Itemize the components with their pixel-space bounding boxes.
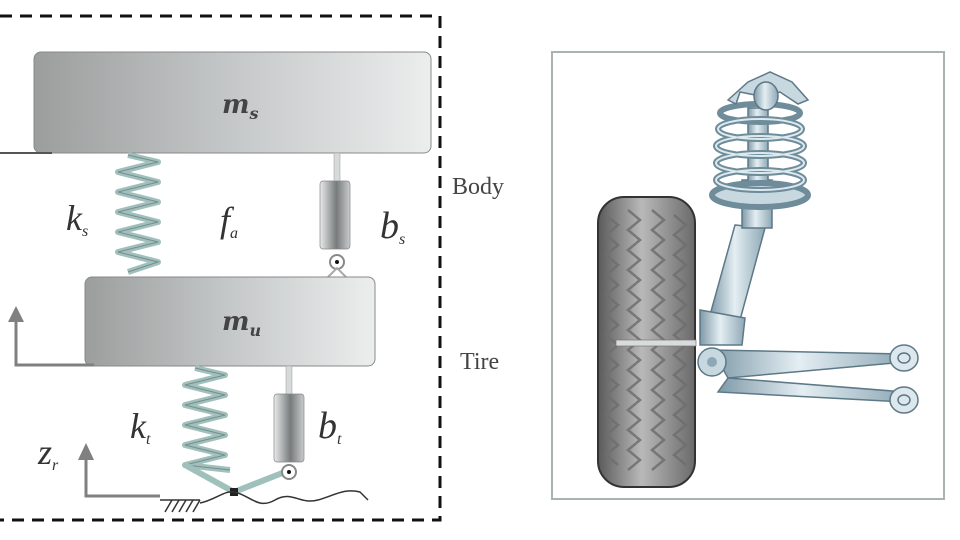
unsprung-mass: mu [84,276,376,367]
control-arm [697,344,919,414]
unsprung-mass-label: mu [222,307,261,340]
actuator-force-label: fa [220,200,238,242]
tire-spring-label: kt [130,406,151,448]
suspension-damper-label: bs [380,205,405,248]
road-input-arrow [78,443,160,498]
suspension-spring-label: ks [66,198,88,240]
body-label: Body [452,174,504,200]
top-mount [726,71,810,111]
unsprung-displacement-arrow [8,306,94,367]
sprung-mass-label: ms [222,90,259,123]
road-input-label: zr [37,432,59,474]
tire-label: Tire [460,349,499,375]
road-surface [160,490,369,513]
dashed-boundary [0,14,442,522]
tire-damper-label: bt [318,405,342,448]
wheel-tire [597,196,697,488]
tire-damper [273,365,305,480]
sprung-mass: ms [0,51,432,154]
strut-suspension-illustration [551,51,945,500]
suspension-damper [319,152,351,279]
suspension-spring [115,152,161,275]
